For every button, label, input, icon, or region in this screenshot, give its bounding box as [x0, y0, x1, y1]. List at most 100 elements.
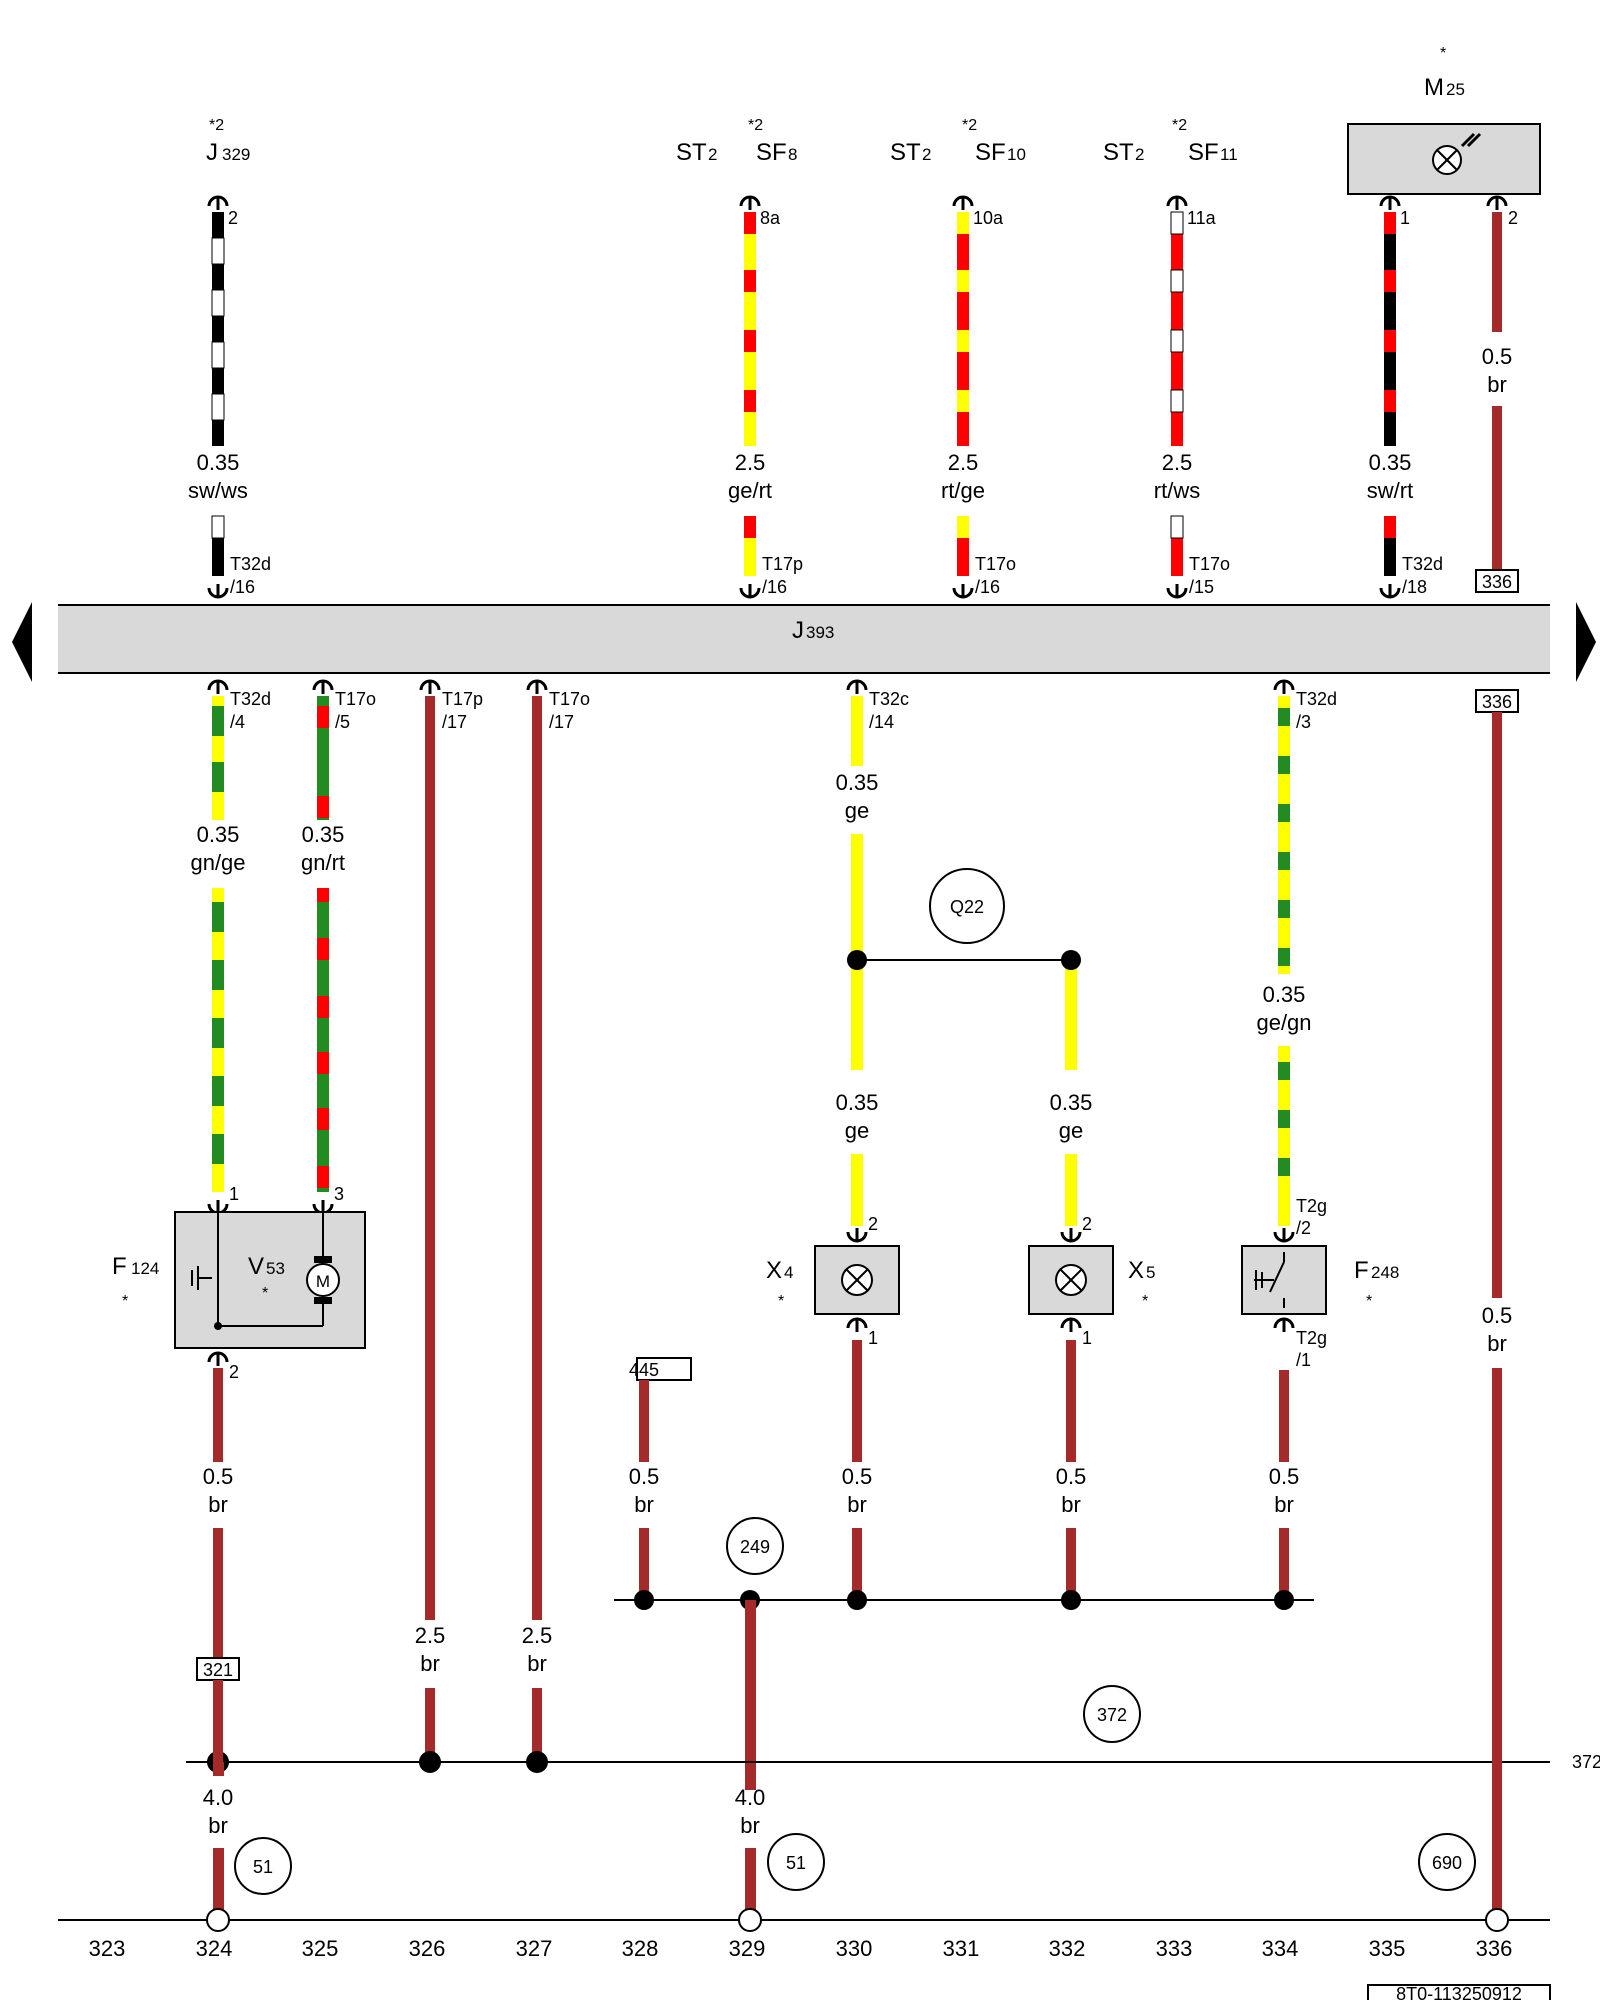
svg-text:0.35: 0.35: [197, 450, 240, 475]
svg-text:gn/rt: gn/rt: [301, 850, 345, 875]
svg-text:T32d: T32d: [230, 689, 271, 709]
svg-text:11: 11: [1220, 145, 1238, 164]
wire-br-430: 2.5 br: [415, 696, 445, 1762]
svg-text:J: J: [206, 139, 218, 166]
svg-text:rt/ws: rt/ws: [1154, 478, 1200, 503]
svg-text:T2g: T2g: [1296, 1196, 1327, 1216]
svg-text:336: 336: [1476, 1936, 1513, 1961]
svg-text:*: *: [1142, 1293, 1148, 1310]
svg-text:T32c: T32c: [869, 689, 909, 709]
wire-br-537: 2.5 br: [522, 696, 552, 1762]
svg-text:0.5: 0.5: [1269, 1464, 1300, 1489]
svg-text:T32d: T32d: [230, 554, 271, 574]
page-next-arrow[interactable]: [1576, 602, 1596, 682]
svg-text:0.35: 0.35: [197, 822, 240, 847]
svg-text:2: 2: [1082, 1214, 1092, 1234]
brake-switch-icon: [1254, 1252, 1285, 1308]
splice-q22: Q22: [847, 868, 1081, 970]
svg-text:0.5: 0.5: [629, 1464, 660, 1489]
svg-text:1: 1: [1400, 208, 1410, 228]
svg-text:ge: ge: [845, 1118, 869, 1143]
svg-text:*2: *2: [748, 117, 763, 134]
svg-text:T17o: T17o: [335, 689, 376, 709]
lamp-icon: [1055, 1264, 1087, 1296]
svg-text:T32d: T32d: [1402, 554, 1443, 574]
svg-text:372: 372: [1097, 1705, 1127, 1725]
svg-text:0.35: 0.35: [836, 770, 879, 795]
page-prev-arrow[interactable]: [12, 602, 32, 682]
svg-text:324: 324: [196, 1936, 233, 1961]
svg-text:gn/ge: gn/ge: [190, 850, 245, 875]
svg-text:M: M: [1424, 74, 1444, 101]
wire-sw-rt: 0.35 sw/rt T32d /18: [1367, 194, 1443, 600]
label-sf8: ST 2 *2 SF 8: [676, 117, 797, 166]
svg-text:br: br: [847, 1492, 867, 1517]
svg-text:332: 332: [1049, 1936, 1086, 1961]
svg-text:/15: /15: [1189, 577, 1214, 597]
document-id: 8T0-113250912: [1367, 1984, 1551, 2000]
svg-text:330: 330: [836, 1936, 873, 1961]
svg-text:329: 329: [729, 1936, 766, 1961]
svg-text:*2: *2: [209, 117, 224, 134]
svg-text:10a: 10a: [973, 208, 1004, 228]
svg-text:690: 690: [1432, 1853, 1462, 1873]
wire-ge-x4: 0.35 ge 0.35 ge: [836, 696, 879, 1226]
svg-text:2: 2: [1508, 208, 1518, 228]
svg-text:2.5: 2.5: [1162, 450, 1193, 475]
svg-text:/17: /17: [549, 712, 574, 732]
svg-text:sw/ws: sw/ws: [188, 478, 248, 503]
label-m25: * M 25: [1424, 45, 1465, 101]
svg-text:/16: /16: [762, 577, 787, 597]
svg-text:/18: /18: [1402, 577, 1427, 597]
lamp-icon: [841, 1264, 873, 1296]
svg-text:51: 51: [253, 1857, 273, 1877]
svg-text:323: 323: [89, 1936, 126, 1961]
wire-br-f124: 0.5 br 321: [196, 1368, 240, 1681]
svg-text:*: *: [1440, 45, 1446, 62]
svg-text:ge/rt: ge/rt: [728, 478, 772, 503]
lower-connectors: T32d /4 T17o /5 T17p /17 T17o /17 T32c /…: [207, 678, 1519, 732]
svg-text:53: 53: [266, 1259, 285, 1278]
m25-component: 1 2: [1347, 123, 1541, 228]
svg-text:/14: /14: [869, 712, 894, 732]
svg-text:8a: 8a: [760, 208, 781, 228]
svg-text:2.5: 2.5: [735, 450, 766, 475]
svg-text:445: 445: [629, 1360, 659, 1380]
svg-text:0.35: 0.35: [302, 822, 345, 847]
wire-ge-gn: 0.35 ge/gn: [1256, 696, 1312, 1226]
svg-text:329: 329: [222, 145, 250, 164]
svg-text:ST: ST: [676, 139, 707, 166]
svg-text:331: 331: [943, 1936, 980, 1961]
ground-bus-372: 372 372: [186, 1685, 1600, 1773]
svg-text:ge: ge: [845, 798, 869, 823]
label-x5: X: [1128, 1257, 1144, 1284]
wire-ge-rt: 8a 2.5 ge/rt T17p /16: [728, 194, 803, 600]
svg-text:1: 1: [868, 1328, 878, 1348]
svg-text:321: 321: [203, 1660, 233, 1680]
svg-text:T32d: T32d: [1296, 689, 1337, 709]
svg-text:124: 124: [131, 1259, 159, 1278]
svg-text:ge/gn: ge/gn: [1256, 1010, 1311, 1035]
svg-text:/5: /5: [335, 712, 350, 732]
column-numbers: 323 324 325 326 327 328 329 330 331 332 …: [89, 1936, 1513, 1961]
wire-br-4-329: 4.0 br: [735, 1600, 765, 1910]
svg-text:SF: SF: [975, 139, 1006, 166]
svg-text:br: br: [1487, 372, 1507, 397]
svg-text:2: 2: [228, 208, 238, 228]
svg-text:br: br: [1274, 1492, 1294, 1517]
svg-text:/4: /4: [230, 712, 245, 732]
motor-icon: M: [306, 1256, 340, 1304]
f248-component: T2g /2 T2g /1: [1241, 1196, 1327, 1370]
wire-rt-ge: 10a 2.5 rt/ge T17o /16: [941, 194, 1016, 600]
svg-text:249: 249: [740, 1537, 770, 1557]
svg-text:T17p: T17p: [442, 689, 483, 709]
svg-text:326: 326: [409, 1936, 446, 1961]
x4-component: 2 1: [814, 1214, 900, 1348]
module-j393: J 393: [58, 604, 1550, 674]
edge-ref-372[interactable]: 372: [1572, 1752, 1600, 1772]
svg-text:335: 335: [1369, 1936, 1406, 1961]
svg-text:*: *: [122, 1293, 128, 1310]
svg-text:br: br: [1487, 1331, 1507, 1356]
svg-text:T17p: T17p: [762, 554, 803, 574]
